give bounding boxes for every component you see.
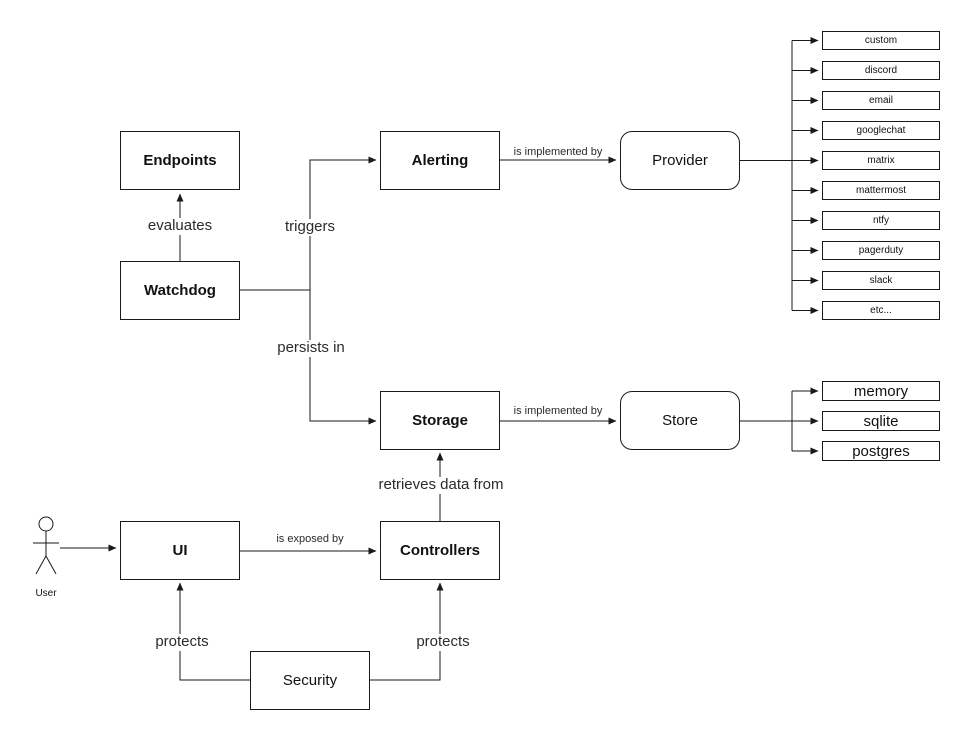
provider-item: googlechat — [822, 121, 940, 140]
store-item: memory — [822, 381, 940, 401]
provider-list: custom discord email googlechat matrix matter… — [822, 31, 940, 331]
edge-watchdog-storage — [309, 290, 377, 425]
provider-item: email — [822, 91, 940, 110]
store-list: memory sqlite postgres — [822, 381, 940, 471]
user-actor-icon — [33, 516, 59, 575]
store-item: sqlite — [822, 411, 940, 431]
edge-label-protects-controllers: protects — [413, 633, 473, 651]
provider-item: discord — [822, 61, 940, 80]
provider-item: slack — [822, 271, 940, 290]
edge-store-trunk — [740, 391, 793, 451]
edge-security-ui — [176, 582, 250, 681]
provider-item: pagerduty — [822, 241, 940, 260]
provider-item: matrix — [822, 151, 940, 170]
edge-security-controllers — [370, 582, 444, 681]
node-store: Store — [620, 391, 740, 450]
provider-item: ntfy — [822, 211, 940, 230]
node-ui: UI — [120, 521, 240, 580]
node-alerting: Alerting — [380, 131, 500, 190]
edge-label-retrieves-data-from: retrieves data from — [375, 476, 507, 494]
node-storage: Storage — [380, 391, 500, 450]
provider-item: etc... — [822, 301, 940, 320]
node-endpoints: Endpoints — [120, 131, 240, 190]
edge-label-protects-ui: protects — [152, 633, 212, 651]
edge-label-persists-in: persists in — [274, 339, 348, 357]
edge-label-storage-implemented-by: is implemented by — [510, 405, 606, 418]
user-actor-label: User — [35, 588, 57, 599]
store-item: postgres — [822, 441, 940, 461]
edge-label-evaluates: evaluates — [144, 217, 216, 235]
node-provider: Provider — [620, 131, 740, 190]
node-watchdog: Watchdog — [120, 261, 240, 320]
provider-item: mattermost — [822, 181, 940, 200]
node-security: Security — [250, 651, 370, 710]
edge-label-is-exposed-by: is exposed by — [273, 533, 347, 546]
node-controllers: Controllers — [380, 521, 500, 580]
edge-label-triggers: triggers — [281, 218, 339, 236]
edge-label-alerting-implemented-by: is implemented by — [510, 146, 606, 159]
provider-item: custom — [822, 31, 940, 50]
edge-provider-trunk — [740, 40, 793, 311]
